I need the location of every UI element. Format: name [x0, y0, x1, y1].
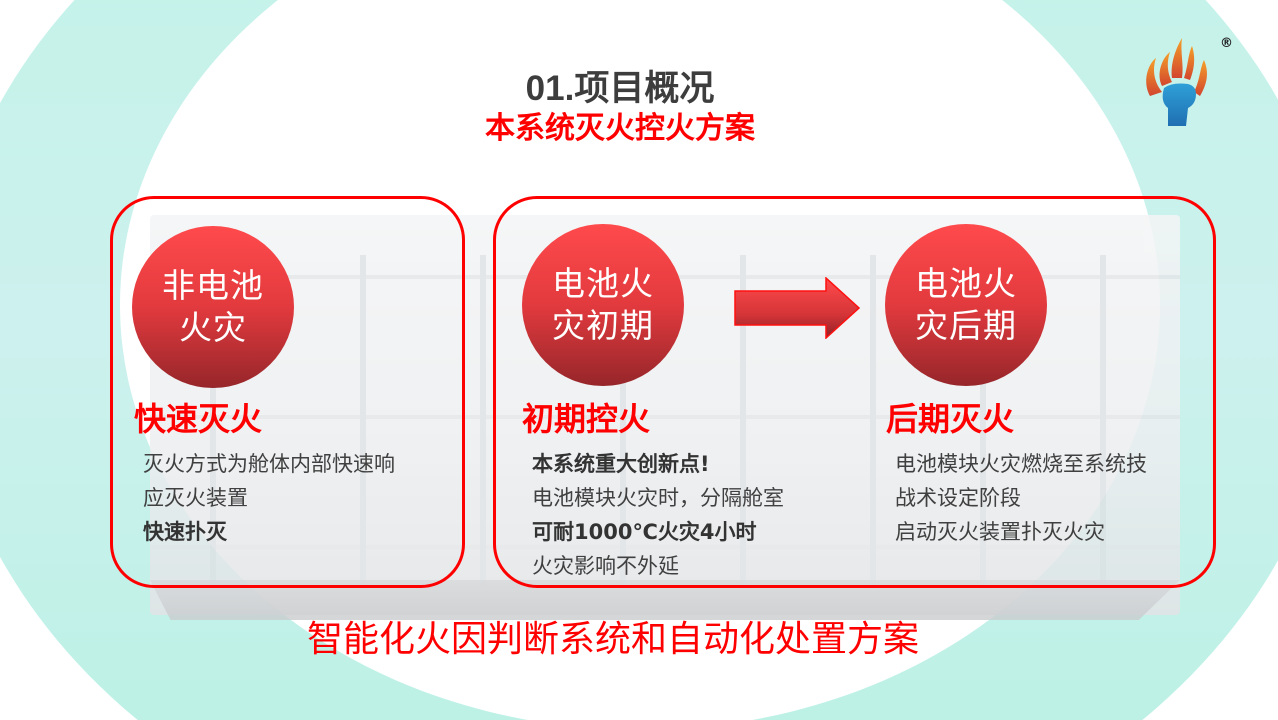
- section-heading-quick-extinguish: 快速灭火: [134, 400, 263, 438]
- badge-line: 灾后期: [915, 306, 1017, 345]
- section-panel-non-battery: [110, 196, 465, 588]
- section-panel-battery: [493, 196, 1216, 588]
- right-arrow-icon: [734, 277, 860, 339]
- flame-fist-logo-icon: [1146, 38, 1207, 126]
- section-heading-late-extinguish: 后期灭火: [886, 400, 1015, 438]
- desc-line: 本系统重大创新点!: [532, 452, 710, 476]
- desc-line: 战术设定阶段: [895, 486, 1021, 510]
- registered-mark: ®: [1220, 36, 1233, 51]
- container-image: [150, 215, 1180, 615]
- desc-line: 电池模块火灾燃烧至系统技: [895, 452, 1147, 476]
- badge-line: 火灾: [179, 308, 247, 347]
- section-description: 灭火方式为舱体内部快速响 应灭火装置 快速扑灭: [143, 447, 395, 549]
- section-heading-early-control: 初期控火: [522, 400, 651, 438]
- footer-slogan: 智能化火因判断系统和自动化处置方案: [306, 619, 919, 660]
- badge-line: 电池火: [915, 264, 1017, 303]
- badge-battery-fire-late: 电池火 灾后期: [885, 224, 1047, 386]
- desc-line: 快速扑灭: [143, 520, 227, 544]
- badge-line: 灾初期: [552, 306, 654, 345]
- page-title: 01.项目概况: [525, 69, 715, 108]
- desc-line: 启动灭火装置扑灭火灾: [895, 520, 1105, 544]
- desc-line: 可耐1000℃火灾4小时: [532, 520, 757, 544]
- desc-line: 应灭火装置: [143, 486, 248, 510]
- desc-line: 灭火方式为舱体内部快速响: [143, 452, 395, 476]
- badge-line: 非电池: [162, 266, 264, 305]
- badge-non-battery-fire: 非电池 火灾: [132, 226, 294, 388]
- page-subtitle: 本系统灭火控火方案: [485, 111, 755, 146]
- section-description: 本系统重大创新点! 电池模块火灾时，分隔舱室 可耐1000℃火灾4小时 火灾影响…: [532, 447, 784, 583]
- desc-line: 火灾影响不外延: [532, 554, 679, 578]
- desc-line: 电池模块火灾时，分隔舱室: [532, 486, 784, 510]
- badge-line: 电池火: [552, 264, 654, 303]
- badge-battery-fire-early: 电池火 灾初期: [522, 224, 684, 386]
- section-description: 电池模块火灾燃烧至系统技 战术设定阶段 启动灭火装置扑灭火灾: [895, 447, 1147, 549]
